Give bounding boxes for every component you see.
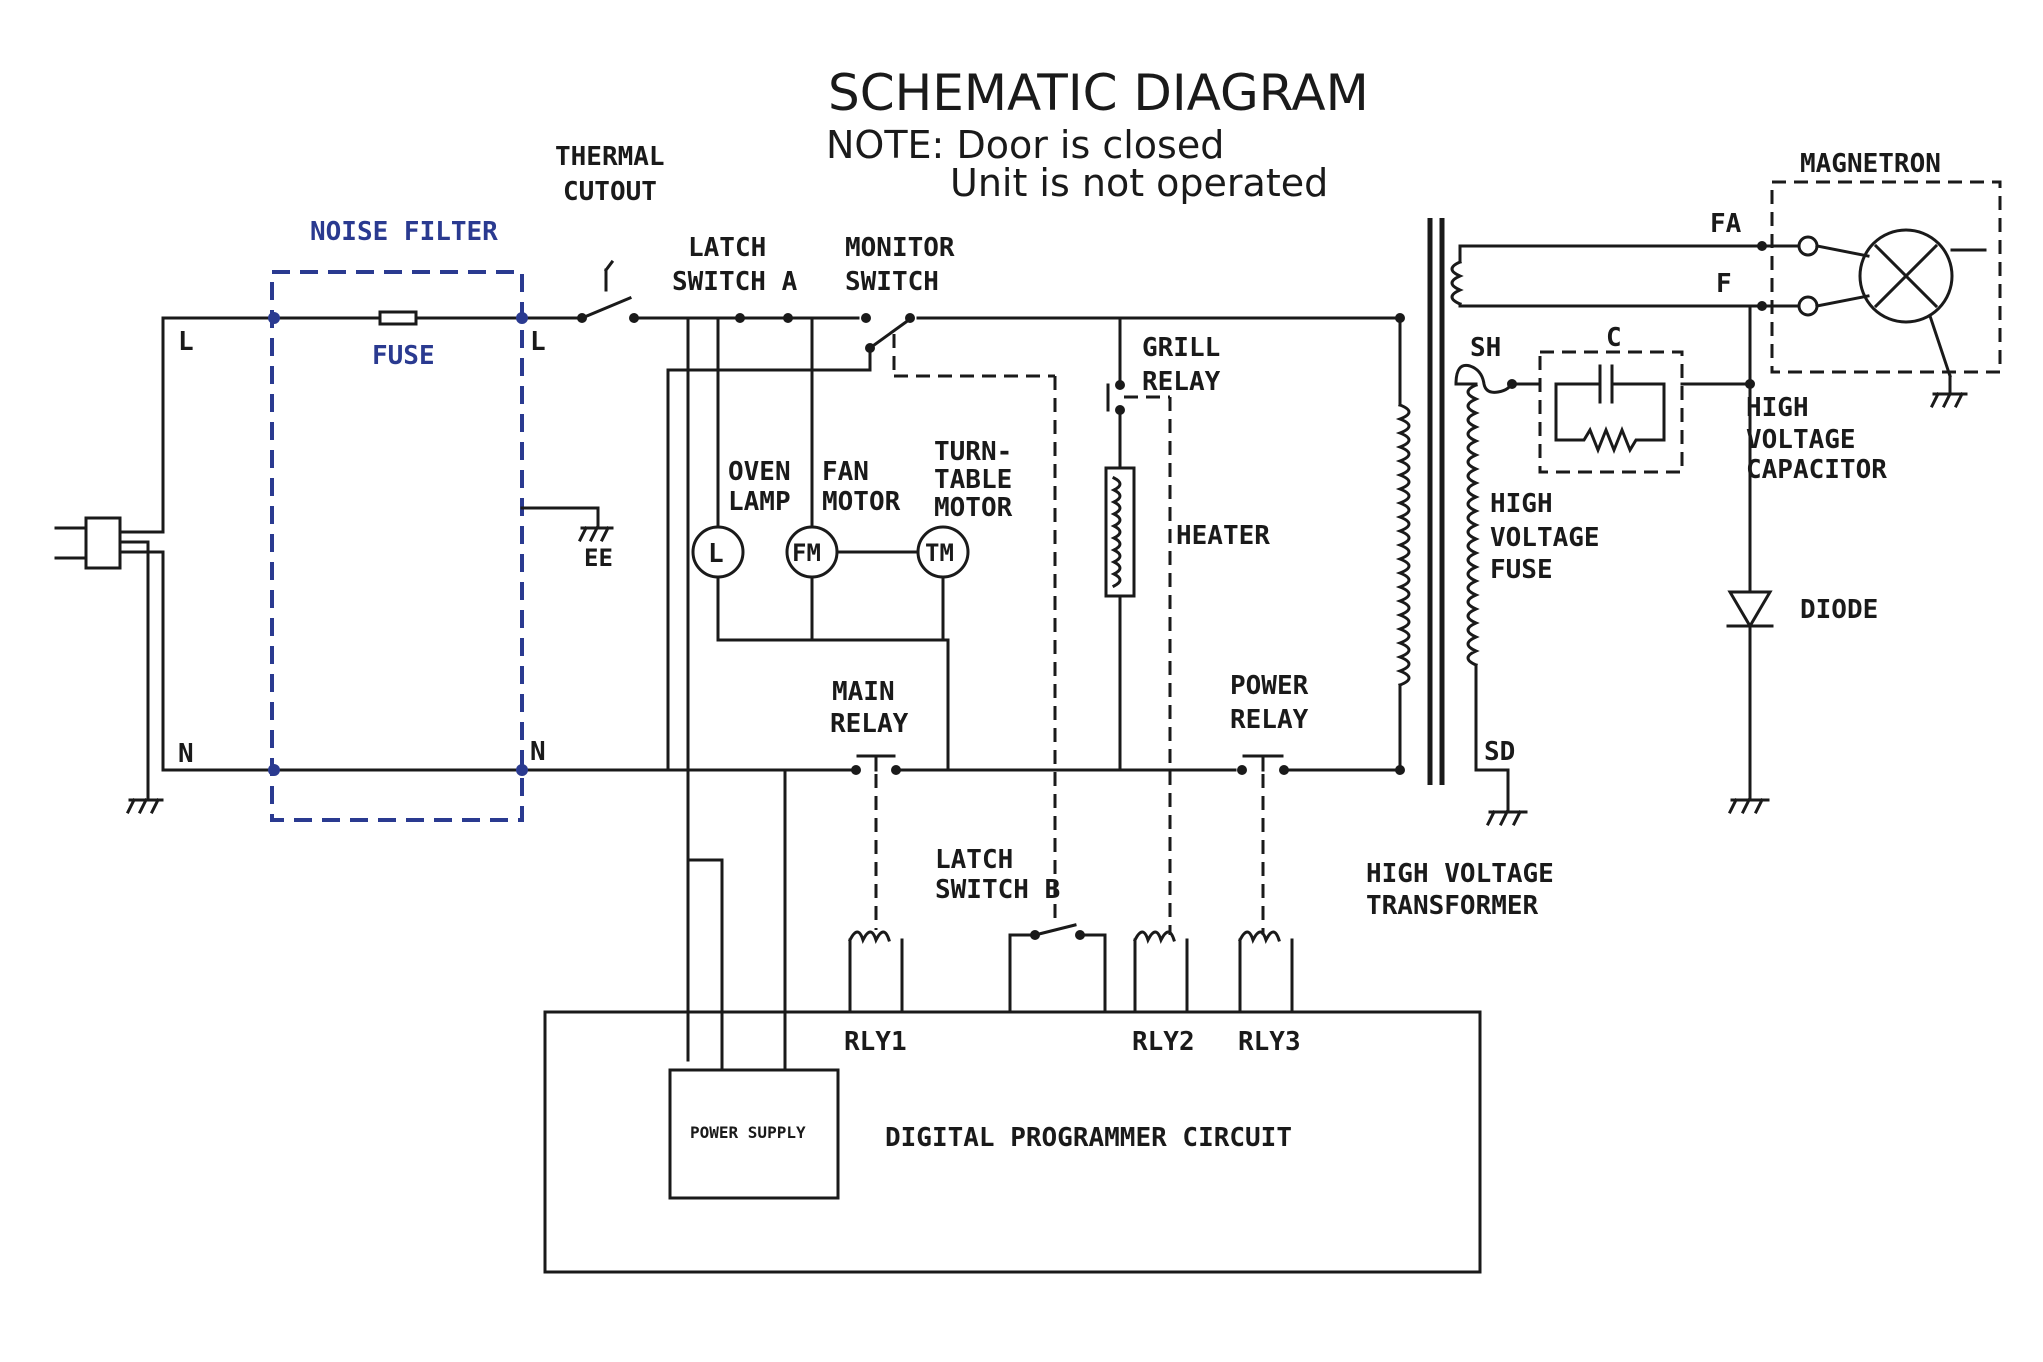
plug-icon bbox=[54, 516, 165, 570]
line-out-label: L bbox=[530, 327, 546, 357]
fuse-icon bbox=[378, 310, 418, 326]
latch-switch-b bbox=[1008, 923, 1107, 1014]
sd-ground-icon bbox=[1485, 809, 1528, 827]
tm-symbol: TM bbox=[925, 539, 954, 567]
diode-icon bbox=[1726, 590, 1774, 629]
noise-filter-box bbox=[270, 270, 524, 822]
sd-label: SD bbox=[1484, 737, 1515, 767]
thermal-cutout-label-2: CUTOUT bbox=[563, 177, 657, 207]
diode-label: DIODE bbox=[1800, 595, 1878, 625]
neutral-in-label: N bbox=[178, 739, 194, 769]
power-supply-label: POWER SUPPLY bbox=[690, 1123, 806, 1142]
main-relay-label-2: RELAY bbox=[830, 709, 909, 739]
latch-switch-a-label-1: LATCH bbox=[688, 233, 766, 263]
thermal-cutout-label-1: THERMAL bbox=[555, 142, 665, 172]
power-relay-label-2: RELAY bbox=[1230, 705, 1309, 735]
rly2-label: RLY2 bbox=[1132, 1027, 1195, 1057]
latch-switch-b-label-2: SWITCH B bbox=[935, 875, 1060, 905]
grill-relay-label-1: GRILL bbox=[1142, 333, 1220, 363]
hv-fuse-label-2: VOLTAGE bbox=[1490, 523, 1600, 553]
fm-symbol: FM bbox=[792, 539, 821, 567]
c-label: C bbox=[1606, 323, 1622, 353]
fuse-label: FUSE bbox=[372, 341, 435, 371]
fa-label: FA bbox=[1710, 209, 1742, 239]
grill-relay-contact bbox=[1106, 380, 1125, 415]
magnetron-icon bbox=[1760, 228, 1987, 409]
heater-icon bbox=[1104, 466, 1136, 598]
digital-programmer-label: DIGITAL PROGRAMMER CIRCUIT bbox=[885, 1123, 1292, 1153]
rly2-coil bbox=[1132, 930, 1189, 1014]
bleeder-resistor-icon bbox=[1554, 382, 1666, 455]
latch-switch-a-label-2: SWITCH A bbox=[672, 267, 798, 297]
digital-programmer-box bbox=[543, 1010, 1482, 1274]
oven-lamp-label-2: LAMP bbox=[728, 487, 791, 517]
power-relay-contact bbox=[1237, 754, 1289, 775]
sh-label: SH bbox=[1470, 333, 1501, 363]
monitor-switch-label-1: MONITOR bbox=[845, 233, 955, 263]
main-relay-contact bbox=[851, 754, 901, 775]
diode-ground-icon bbox=[1727, 797, 1770, 815]
magnetron-box bbox=[1770, 180, 2002, 374]
neutral-out-label: N bbox=[530, 737, 546, 767]
monitor-switch-label-2: SWITCH bbox=[845, 267, 939, 297]
transformer-label-2: TRANSFORMER bbox=[1366, 891, 1539, 921]
rly1-coil bbox=[847, 930, 904, 1014]
ground-icon bbox=[125, 797, 164, 815]
monitor-switch bbox=[861, 313, 915, 353]
main-relay-label-1: MAIN bbox=[832, 677, 895, 707]
note-line-1: NOTE: Door is closed bbox=[826, 123, 1224, 167]
hv-fuse-label-1: HIGH bbox=[1490, 489, 1553, 519]
latch-switch-b-label-1: LATCH bbox=[935, 845, 1013, 875]
filter-ground-icon bbox=[577, 525, 614, 543]
oven-lamp-label-1: OVEN bbox=[728, 457, 791, 487]
rly1-label: RLY1 bbox=[844, 1027, 907, 1057]
heater-label: HEATER bbox=[1176, 521, 1270, 551]
ground-ee-label: EE bbox=[584, 544, 613, 572]
power-relay-label-1: POWER bbox=[1230, 671, 1309, 701]
hv-capacitor-box bbox=[1538, 350, 1684, 474]
diagram-title: SCHEMATIC DIAGRAM bbox=[828, 64, 1369, 122]
turntable-label-3: MOTOR bbox=[934, 493, 1013, 523]
note-line-2: Unit is not operated bbox=[950, 161, 1328, 205]
fan-motor-label-2: MOTOR bbox=[822, 487, 901, 517]
hv-capacitor-label-1: HIGH bbox=[1746, 393, 1809, 423]
turntable-label-1: TURN- bbox=[934, 437, 1012, 467]
lamp-symbol: L bbox=[708, 539, 724, 569]
hv-capacitor-label-2: VOLTAGE bbox=[1746, 425, 1856, 455]
hv-fuse-label-3: FUSE bbox=[1490, 555, 1553, 585]
rly3-label: RLY3 bbox=[1238, 1027, 1301, 1057]
filament-winding bbox=[1450, 260, 1464, 306]
hv-fuse-icon bbox=[1454, 363, 1514, 394]
turntable-label-2: TABLE bbox=[934, 465, 1012, 495]
latch-switch-a bbox=[735, 313, 793, 323]
line-in-label: L bbox=[178, 327, 194, 357]
hv-capacitor-icon bbox=[1554, 364, 1666, 404]
hv-capacitor-label-3: CAPACITOR bbox=[1746, 455, 1887, 485]
fan-motor-label-1: FAN bbox=[822, 457, 869, 487]
grill-relay-label-2: RELAY bbox=[1142, 367, 1221, 397]
rly3-coil bbox=[1237, 930, 1294, 1014]
power-supply-box bbox=[668, 1068, 840, 1200]
thermal-cutout-switch bbox=[577, 259, 639, 323]
noise-filter-label: NOISE FILTER bbox=[310, 217, 498, 247]
transformer-label-1: HIGH VOLTAGE bbox=[1366, 859, 1554, 889]
f-label: F bbox=[1716, 269, 1732, 299]
magnetron-label: MAGNETRON bbox=[1800, 149, 1941, 179]
hv-secondary-coil bbox=[1466, 383, 1480, 667]
transformer-primary-coil bbox=[1395, 403, 1411, 687]
